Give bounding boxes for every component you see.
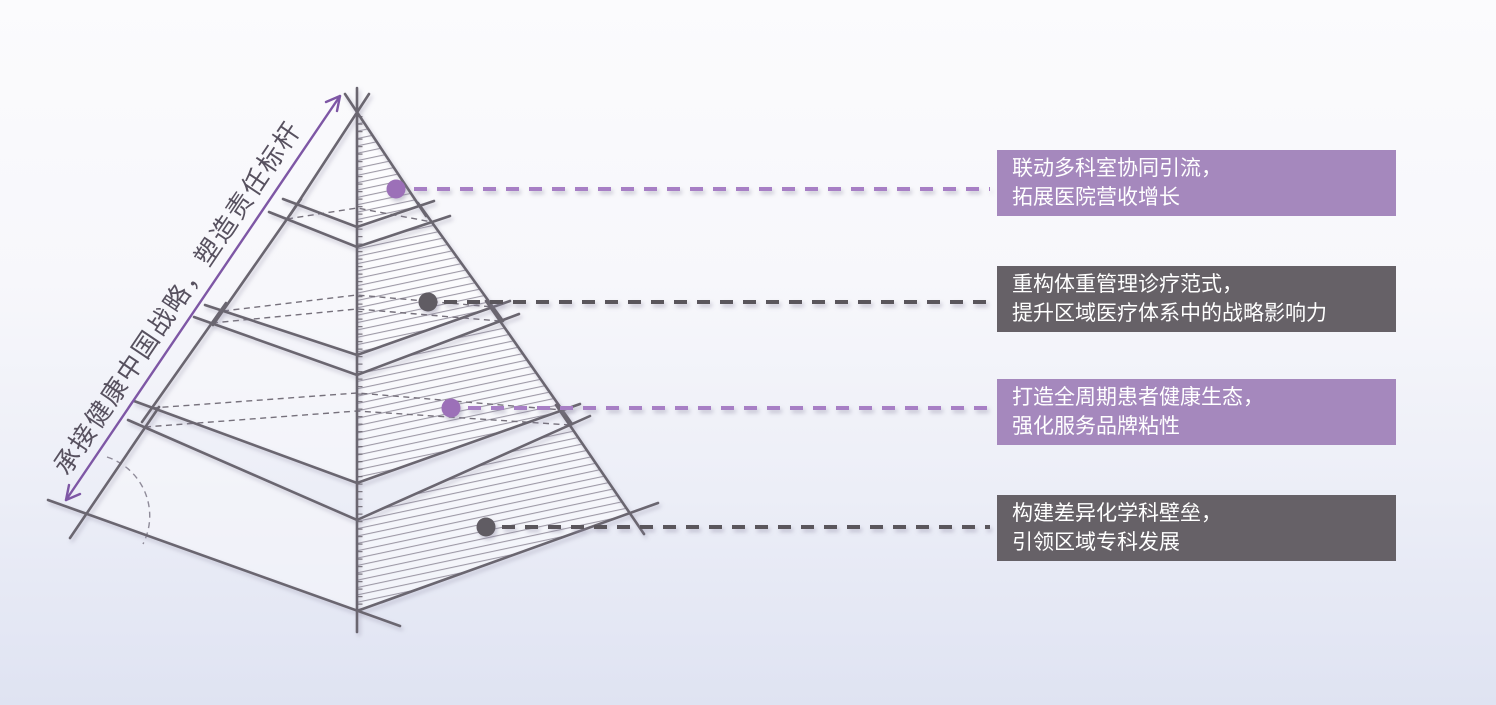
level-4-line-1: 构建差异化学科壁垒， (1012, 502, 1222, 525)
level-3-line-2: 强化服务品牌粘性 (1012, 415, 1180, 438)
arrowhead-top (324, 94, 342, 113)
arrowhead-bottom (64, 483, 82, 502)
level-1-line-2: 拓展医院营收增长 (1012, 186, 1180, 209)
level-4-line-2: 引领区域专科发展 (1012, 531, 1180, 554)
tier1-hatched-face (357, 112, 419, 227)
dot-level-4 (476, 517, 496, 537)
level-1-line-1: 联动多科室协同引流， (1012, 157, 1222, 180)
tier4-left-face (86, 427, 357, 611)
level-box-2[interactable]: 重构体重管理诊疗范式， 提升区域医疗体系中的战略影响力 (997, 266, 1396, 332)
level-box-3[interactable]: 打造全周期患者健康生态， 强化服务品牌粘性 (997, 379, 1396, 445)
strategy-arrow (64, 94, 342, 502)
pyramid-edges (46, 86, 660, 634)
level-2-line-2: 提升区域医疗体系中的战略影响力 (1012, 302, 1327, 325)
level-3-line-1: 打造全周期患者健康生态， (1012, 386, 1264, 409)
dot-level-2 (418, 292, 438, 312)
sketch-arc (106, 456, 151, 545)
tier4-hatched-face (357, 425, 630, 611)
dot-level-1 (386, 179, 406, 199)
level-box-4[interactable]: 构建差异化学科壁垒， 引领区域专科发展 (997, 495, 1396, 561)
tier3-left-face (152, 323, 357, 483)
leader-lines (414, 187, 990, 529)
dot-level-3 (441, 398, 461, 418)
tier1-left-face (297, 112, 357, 227)
level-dots (386, 179, 496, 537)
level-2-line-1: 重构体重管理诊疗范式， (1012, 273, 1243, 296)
tier2-hatched-face (357, 222, 493, 355)
level-box-1[interactable]: 联动多科室协同引流， 拓展医院营收增长 (997, 150, 1396, 216)
